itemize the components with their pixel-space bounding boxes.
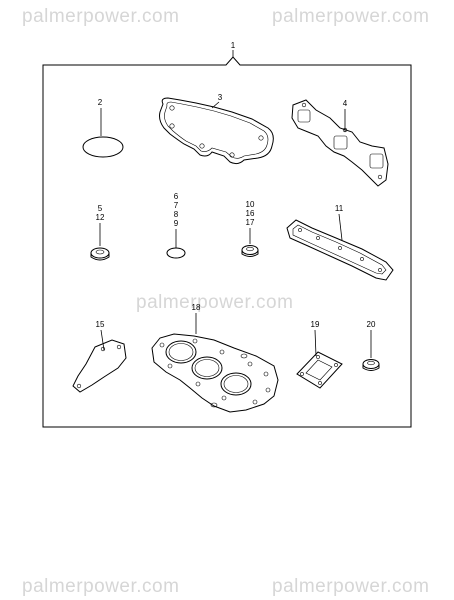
callout-9: 9 (174, 219, 179, 228)
callout-10: 10 (246, 200, 255, 209)
callout-18: 18 (192, 303, 201, 312)
watermark-bottom-left: palmerpower.com (22, 576, 180, 597)
o-ring-large (82, 136, 124, 158)
seal-washer-middle (241, 245, 259, 257)
watermark-top-left: palmerpower.com (22, 6, 180, 27)
watermark-bottom-right: palmerpower.com (272, 576, 430, 597)
callout-4: 4 (343, 99, 348, 108)
callout-12: 12 (96, 213, 105, 222)
seal-washer-left (90, 247, 110, 261)
callout-2: 2 (98, 98, 103, 107)
square-gasket (296, 351, 343, 389)
watermark-top-right: palmerpower.com (272, 6, 430, 27)
exhaust-manifold-gasket (291, 99, 389, 187)
callout-20: 20 (367, 320, 376, 329)
callout-3: 3 (218, 93, 223, 102)
callout-15: 15 (96, 320, 105, 329)
cylinder-head-gasket (151, 333, 279, 413)
callout-11: 11 (335, 204, 344, 213)
callout-1: 1 (231, 41, 236, 50)
callout-6: 6 (174, 192, 179, 201)
callout-8: 8 (174, 210, 179, 219)
o-ring-small (166, 247, 186, 259)
callout-17: 17 (246, 218, 255, 227)
callout-19: 19 (311, 320, 320, 329)
callout-5: 5 (98, 204, 103, 213)
callout-16: 16 (246, 209, 255, 218)
callout-7: 7 (174, 201, 179, 210)
intake-manifold-gasket (286, 219, 394, 281)
valve-cover-gasket (159, 97, 274, 165)
washer-right (362, 359, 380, 371)
kit-frame (42, 56, 412, 428)
watermark-center: palmerpower.com (136, 292, 294, 313)
thermostat-gasket (72, 339, 127, 393)
